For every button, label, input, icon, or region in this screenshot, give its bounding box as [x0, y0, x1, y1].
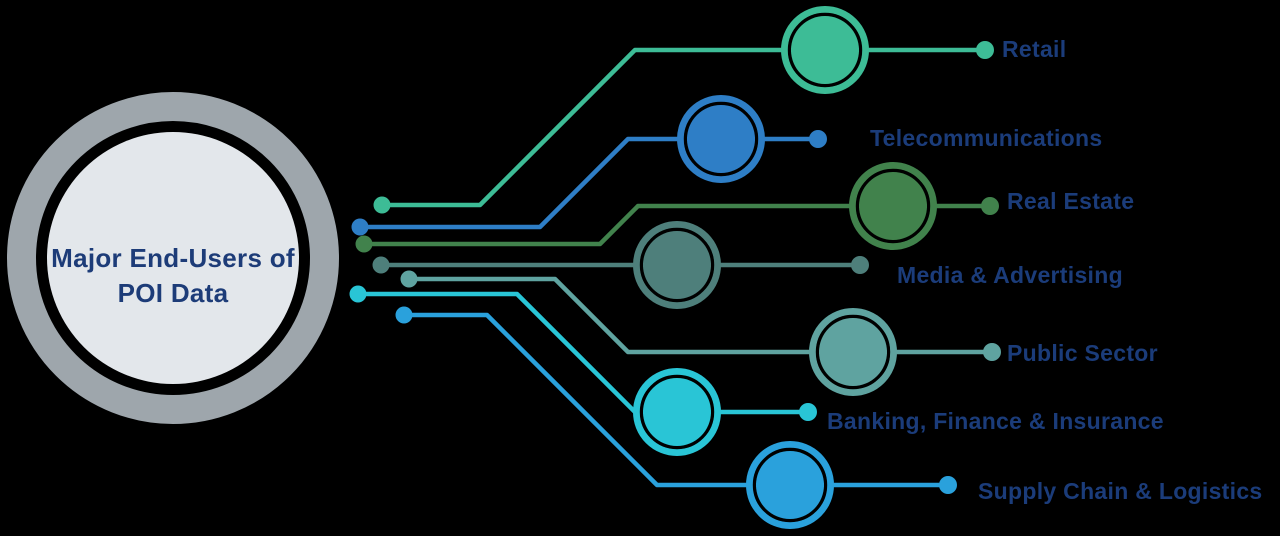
branch-supply-chain-logistics-end-dot	[939, 476, 957, 494]
branch-real-estate-label: Real Estate	[1007, 188, 1134, 214]
branch-telecommunications-start-dot	[351, 218, 369, 236]
main-circle-ring	[7, 92, 339, 424]
branch-banking-finance-insurance: Banking, Finance & Insurance	[349, 285, 1164, 456]
branch-retail-start-dot	[373, 196, 391, 214]
branch-real-estate-start-dot	[355, 235, 373, 253]
branch-banking-finance-insurance-end-dot	[799, 403, 817, 421]
branch-public-sector-label: Public Sector	[1007, 340, 1158, 366]
branch-public-sector-start-dot	[400, 270, 418, 288]
branch-banking-finance-insurance-connector	[358, 291, 808, 415]
branch-media-advertising-start-dot	[372, 256, 390, 274]
branch-media-advertising-node	[633, 221, 721, 309]
branch-telecommunications-end-dot	[809, 130, 827, 148]
branch-supply-chain-logistics-node	[746, 441, 834, 529]
branch-media-advertising-end-dot	[851, 256, 869, 274]
main-circle-title-line1: Major End-Users of	[51, 243, 295, 273]
branch-public-sector-node	[809, 308, 897, 396]
branch-retail: Retail	[373, 6, 1066, 214]
main-circle-title-line2: POI Data	[118, 278, 229, 308]
branch-real-estate: Real Estate	[355, 162, 1134, 253]
branch-media-advertising: Media & Advertising	[372, 221, 1123, 309]
branch-real-estate-end-dot	[981, 197, 999, 215]
branch-telecommunications-label: Telecommunications	[870, 125, 1102, 151]
branch-banking-finance-insurance-start-dot	[349, 285, 367, 303]
branch-telecommunications-node	[677, 95, 765, 183]
branch-retail-end-dot	[976, 41, 994, 59]
branch-media-advertising-label: Media & Advertising	[897, 262, 1123, 288]
branch-real-estate-node	[849, 162, 937, 250]
branch-retail-node	[781, 6, 869, 94]
branch-real-estate-connector	[364, 203, 990, 247]
branch-supply-chain-logistics-start-dot	[395, 306, 413, 324]
branch-public-sector-end-dot	[983, 343, 1001, 361]
branch-public-sector: Public Sector	[400, 270, 1158, 396]
branch-banking-finance-insurance-node	[633, 368, 721, 456]
branch-telecommunications: Telecommunications	[351, 95, 1102, 236]
branch-banking-finance-insurance-label: Banking, Finance & Insurance	[827, 408, 1164, 434]
main-circle-fill	[47, 132, 299, 384]
branch-supply-chain-logistics-label: Supply Chain & Logistics	[978, 478, 1263, 504]
branch-supply-chain-logistics: Supply Chain & Logistics	[395, 306, 1263, 529]
branch-retail-label: Retail	[1002, 36, 1066, 62]
main-circle: Major End-Users of POI Data	[7, 92, 339, 424]
